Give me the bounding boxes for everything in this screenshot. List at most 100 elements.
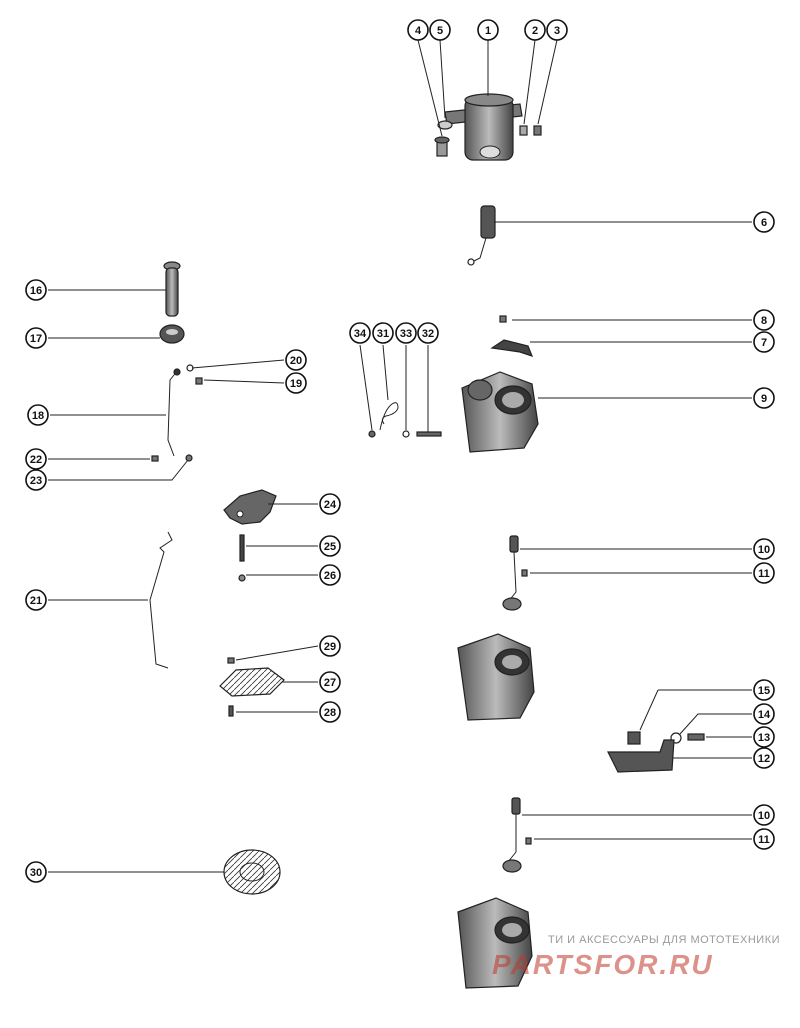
callout-26: 26 <box>319 564 341 586</box>
bracket-part-12 <box>607 739 675 773</box>
callout-2: 2 <box>524 19 546 41</box>
carburetor-body-middle <box>457 633 535 721</box>
callout-17: 17 <box>25 327 47 349</box>
callout-16: 16 <box>25 279 47 301</box>
watermark-logo: PARTSFOR.RU <box>492 949 714 980</box>
carburetor-body-part-9 <box>461 371 539 453</box>
screw-part-4 <box>434 136 450 157</box>
callout-31: 31 <box>372 322 394 344</box>
svg-text:10: 10 <box>758 810 770 822</box>
callout-10b: 10 <box>753 804 775 826</box>
lever-part-7 <box>490 339 534 357</box>
screw-part-29 <box>227 657 235 664</box>
svg-text:29: 29 <box>324 641 336 653</box>
svg-text:11: 11 <box>758 568 770 580</box>
svg-text:8: 8 <box>761 315 767 327</box>
nut-part-2 <box>519 125 528 136</box>
svg-text:21: 21 <box>30 595 42 607</box>
svg-text:20: 20 <box>290 355 302 367</box>
svg-text:16: 16 <box>30 285 42 297</box>
callout-14: 14 <box>753 703 775 725</box>
callout-15: 15 <box>753 679 775 701</box>
callout-1: 1 <box>477 19 499 41</box>
callout-25: 25 <box>319 535 341 557</box>
svg-text:12: 12 <box>758 753 770 765</box>
screw-part-11a <box>521 569 528 577</box>
leader-lines <box>48 39 752 873</box>
callout-12: 12 <box>753 747 775 769</box>
callout-33: 33 <box>395 322 417 344</box>
svg-text:1: 1 <box>485 25 491 37</box>
callout-9: 9 <box>753 387 775 409</box>
svg-text:17: 17 <box>30 333 42 345</box>
nut-part-3 <box>533 125 542 136</box>
svg-text:32: 32 <box>422 328 434 340</box>
stud-part-25 <box>239 534 245 562</box>
callout-10a: 10 <box>753 538 775 560</box>
svg-text:3: 3 <box>554 25 560 37</box>
callout-7: 7 <box>753 331 775 353</box>
svg-text:31: 31 <box>377 328 389 340</box>
callout-3: 3 <box>546 19 568 41</box>
screen-part-30 <box>223 849 281 895</box>
callout-4: 4 <box>407 19 429 41</box>
carburetor-body-bottom <box>457 897 533 989</box>
svg-text:34: 34 <box>354 328 367 340</box>
svg-text:33: 33 <box>400 328 412 340</box>
fuel-pump-plunger-part-16 <box>163 261 181 317</box>
screw-part-19 <box>195 377 203 385</box>
callout-27: 27 <box>319 671 341 693</box>
callout-19: 19 <box>285 372 307 394</box>
callout-24: 24 <box>319 493 341 515</box>
callout-22: 22 <box>25 448 47 470</box>
svg-text:7: 7 <box>761 337 767 349</box>
callout-8: 8 <box>753 309 775 331</box>
callout-29: 29 <box>319 635 341 657</box>
callout-20: 20 <box>285 349 307 371</box>
nut-part-34 <box>368 430 376 438</box>
nut-part-23 <box>185 454 193 462</box>
callout-5: 5 <box>429 19 451 41</box>
svg-text:11: 11 <box>758 834 770 846</box>
throttle-rod-part-21 <box>149 531 173 669</box>
pin-part-32 <box>416 431 442 437</box>
seal-part-17 <box>159 324 185 344</box>
svg-text:15: 15 <box>758 685 770 697</box>
cam-part-24 <box>223 489 277 525</box>
svg-text:24: 24 <box>324 499 337 511</box>
screen-cover-part-27 <box>219 667 285 697</box>
svg-text:23: 23 <box>30 475 42 487</box>
screw-part-28 <box>228 705 234 717</box>
callout-34: 34 <box>349 322 371 344</box>
svg-text:25: 25 <box>324 541 336 553</box>
svg-text:5: 5 <box>437 25 443 37</box>
svg-text:14: 14 <box>758 709 771 721</box>
svg-text:10: 10 <box>758 544 770 556</box>
callout-6: 6 <box>753 211 775 233</box>
svg-text:22: 22 <box>30 454 42 466</box>
nut-part-15 <box>627 731 641 745</box>
callout-13: 13 <box>753 726 775 748</box>
svg-text:13: 13 <box>758 732 770 744</box>
svg-text:9: 9 <box>761 393 767 405</box>
svg-text:6: 6 <box>761 217 767 229</box>
choke-rod-part-6 <box>467 205 496 266</box>
watermark-tagline: ТИ И АКСЕССУАРЫ ДЛЯ МОТОТЕХНИКИ <box>548 934 781 946</box>
ring-part-33 <box>402 430 410 438</box>
svg-text:18: 18 <box>32 410 44 422</box>
washer-part-5 <box>437 120 453 130</box>
link-rod-part-18 <box>167 369 179 457</box>
screw-part-13 <box>687 733 705 741</box>
svg-text:4: 4 <box>415 25 422 37</box>
svg-text:26: 26 <box>324 570 336 582</box>
svg-text:19: 19 <box>290 378 302 390</box>
choke-solenoid-part <box>444 93 523 161</box>
svg-text:27: 27 <box>324 677 336 689</box>
watermark-logo-text: PARTSFOR.RU <box>492 949 714 980</box>
callout-18: 18 <box>27 404 49 426</box>
callout-23: 23 <box>25 469 47 491</box>
callout-11b: 11 <box>753 828 775 850</box>
callout-28: 28 <box>319 701 341 723</box>
screw-part-8 <box>499 315 507 323</box>
